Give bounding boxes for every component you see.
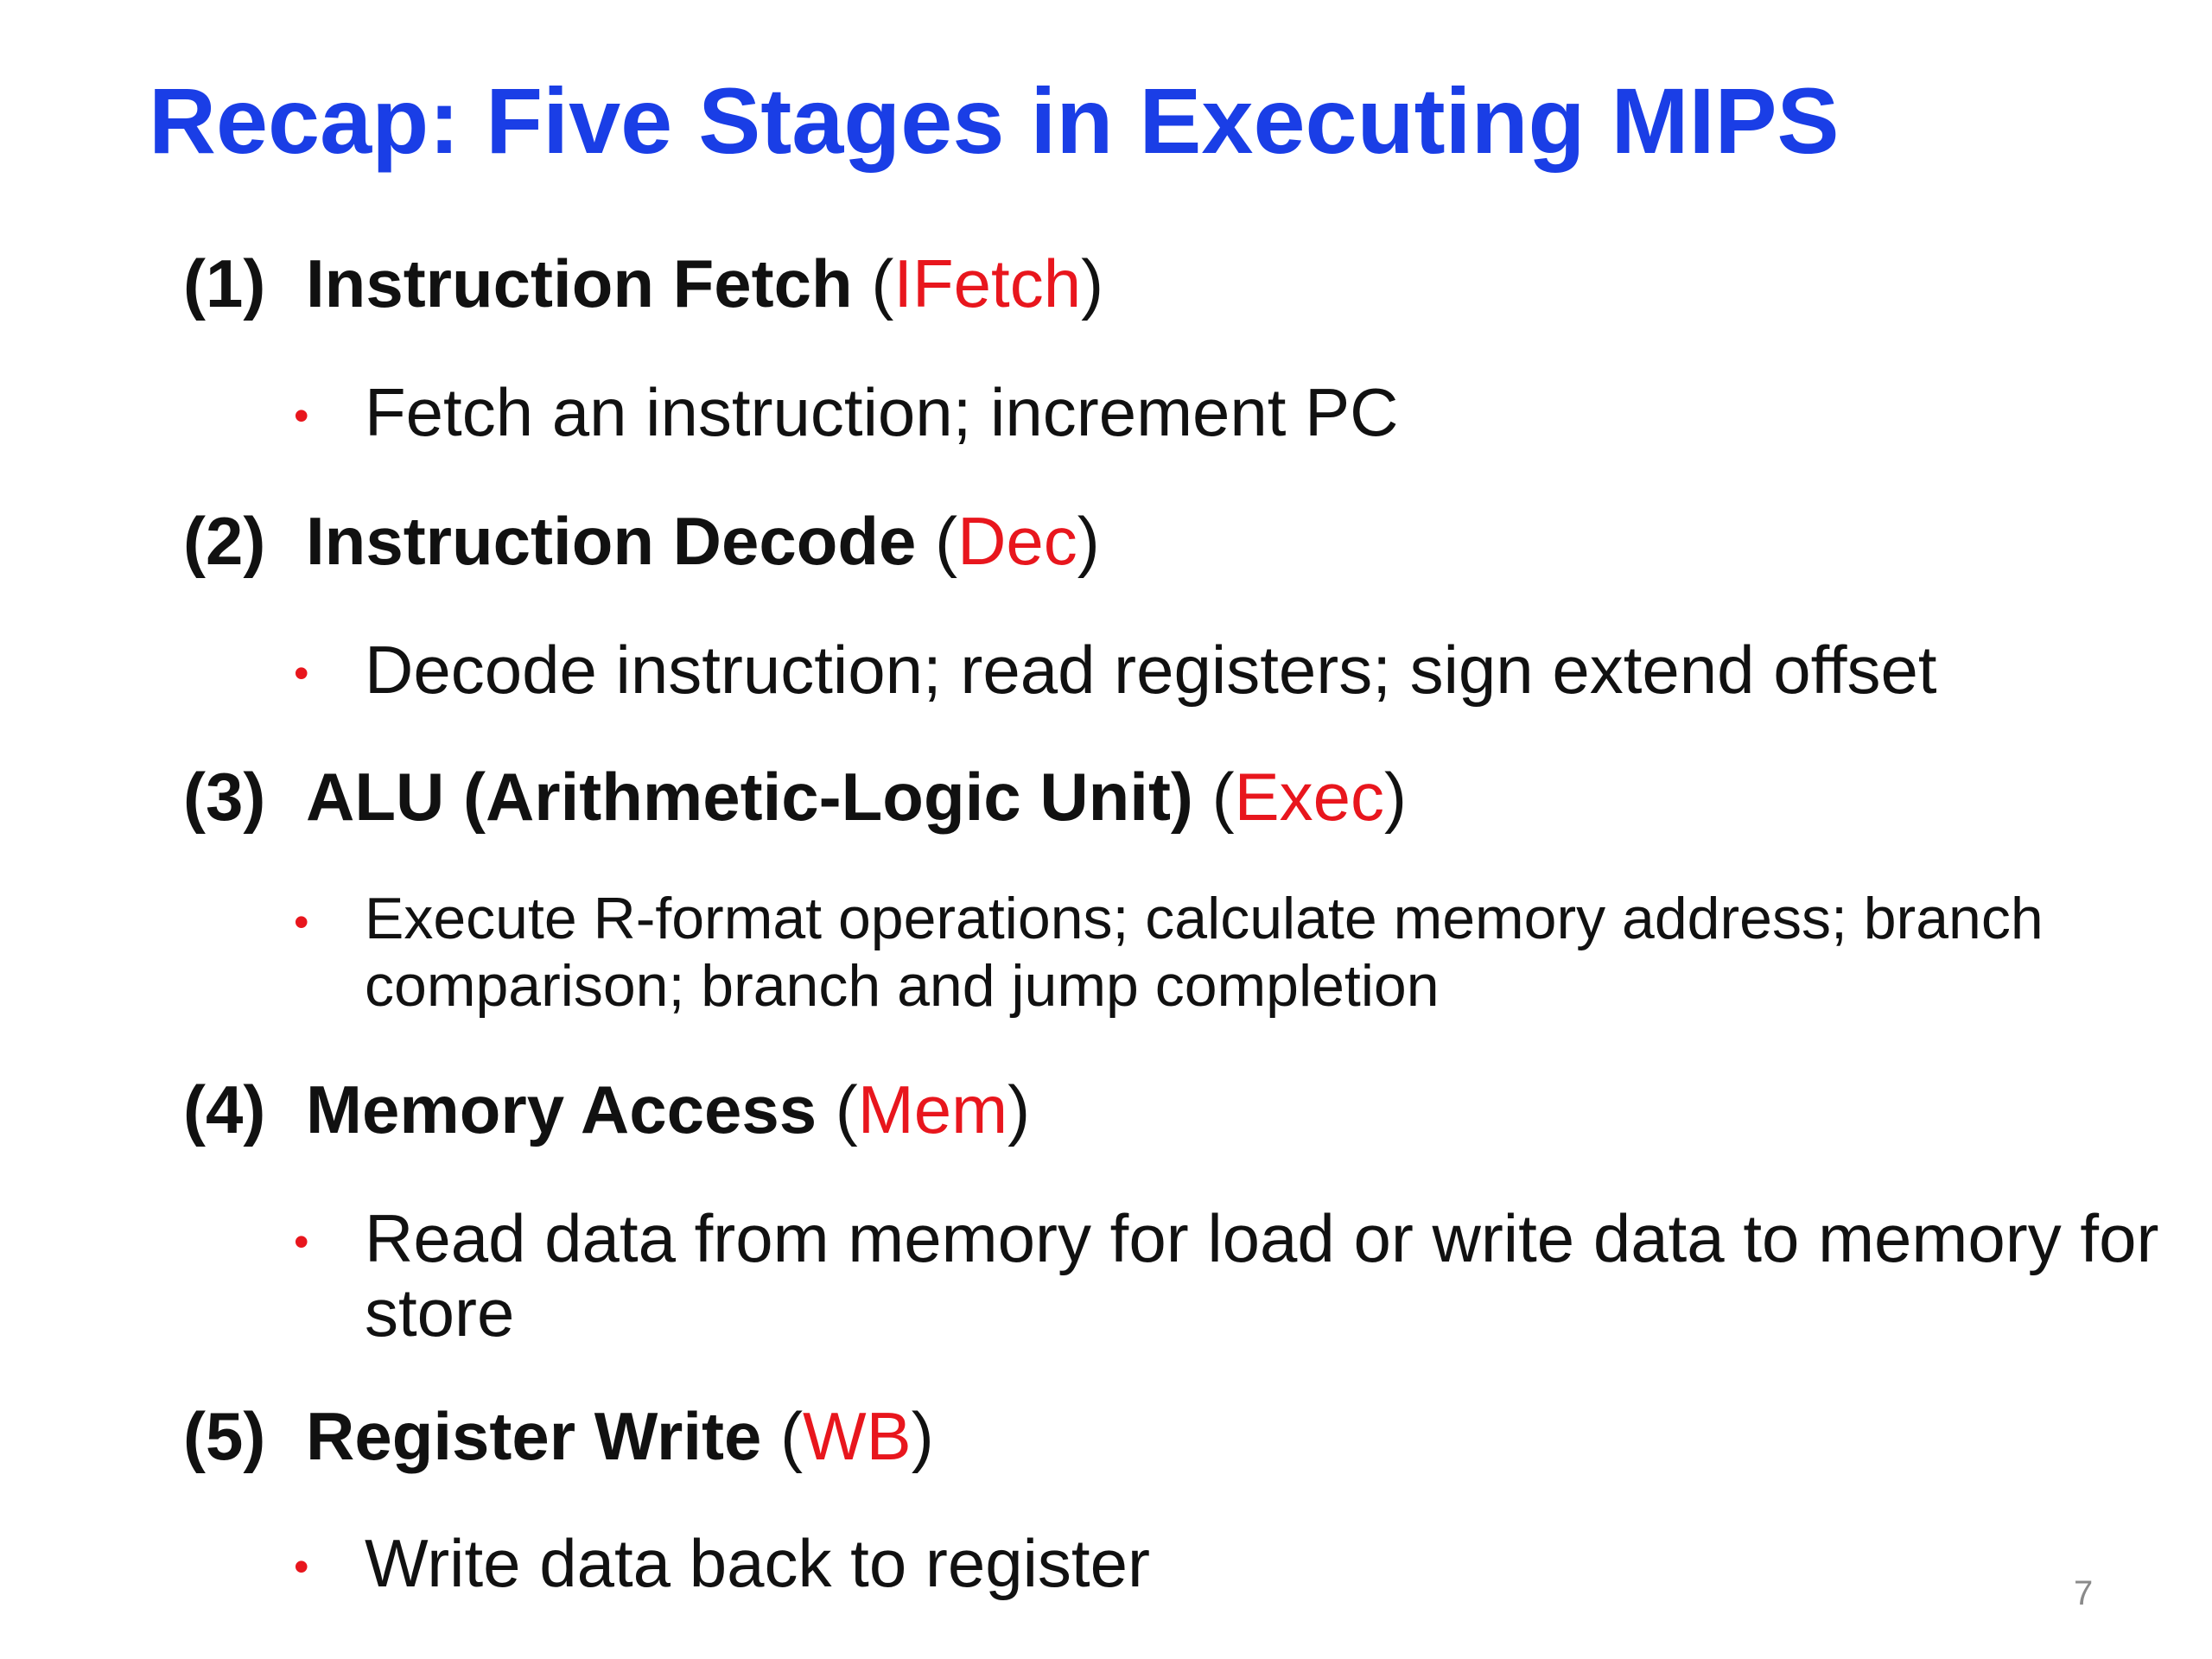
stage-number: (5) — [183, 1398, 266, 1474]
bullet-dot: • — [294, 898, 309, 946]
bullet-dot: • — [294, 1217, 309, 1266]
description-text: Execute R-format operations; calculate m… — [365, 886, 2044, 1019]
stage-number: (1) — [183, 245, 266, 321]
stage-abbreviation: WB — [803, 1398, 912, 1474]
stage-heading-dec: (2) Instruction Decode (Dec) — [183, 498, 1100, 584]
stage-name: Instruction Decode — [306, 503, 917, 579]
open-paren: ( — [780, 1398, 804, 1474]
stage-name: Register Write — [306, 1398, 762, 1474]
open-paren: ( — [935, 503, 958, 579]
page-number: 7 — [2074, 1574, 2094, 1612]
close-paren: ) — [1081, 245, 1104, 321]
slide-title: Recap: Five Stages in Executing MIPS — [149, 68, 1840, 173]
description-text: Write data back to register — [365, 1525, 1150, 1601]
bullet-dot: • — [294, 649, 309, 697]
close-paren: ) — [1077, 503, 1100, 579]
stage-abbreviation: Dec — [957, 503, 1077, 579]
stage-heading-mem: (4) Memory Access (Mem) — [183, 1066, 1030, 1153]
bullet-dot: • — [294, 1542, 309, 1591]
stage-number: (4) — [183, 1071, 266, 1147]
open-paren: ( — [1211, 759, 1235, 835]
open-paren: ( — [871, 245, 894, 321]
stage-heading-wb: (5) Register Write (WB) — [183, 1393, 934, 1479]
stage-number: (3) — [183, 759, 266, 835]
description-text: Read data from memory for load or write … — [365, 1200, 2159, 1351]
stage-name: Memory Access — [306, 1071, 817, 1147]
stage-abbreviation: Mem — [857, 1071, 1008, 1147]
stage-number: (2) — [183, 503, 266, 579]
description-text: Fetch an instruction; increment PC — [365, 374, 1399, 450]
stage-heading-ifetch: (1) Instruction Fetch (IFetch) — [183, 240, 1103, 327]
stage-name: ALU (Arithmetic-Logic Unit) — [306, 759, 1193, 835]
bullet-dot: • — [294, 391, 309, 440]
stage-abbreviation: Exec — [1234, 759, 1384, 835]
close-paren: ) — [1007, 1071, 1031, 1147]
close-paren: ) — [911, 1398, 934, 1474]
stage-abbreviation: IFetch — [893, 245, 1082, 321]
open-paren: ( — [835, 1071, 858, 1147]
stage-heading-exec: (3) ALU (Arithmetic-Logic Unit) (Exec) — [183, 753, 1407, 840]
close-paren: ) — [1383, 759, 1407, 835]
stage-name: Instruction Fetch — [306, 245, 853, 321]
description-text: Decode instruction; read registers; sign… — [365, 632, 1937, 708]
